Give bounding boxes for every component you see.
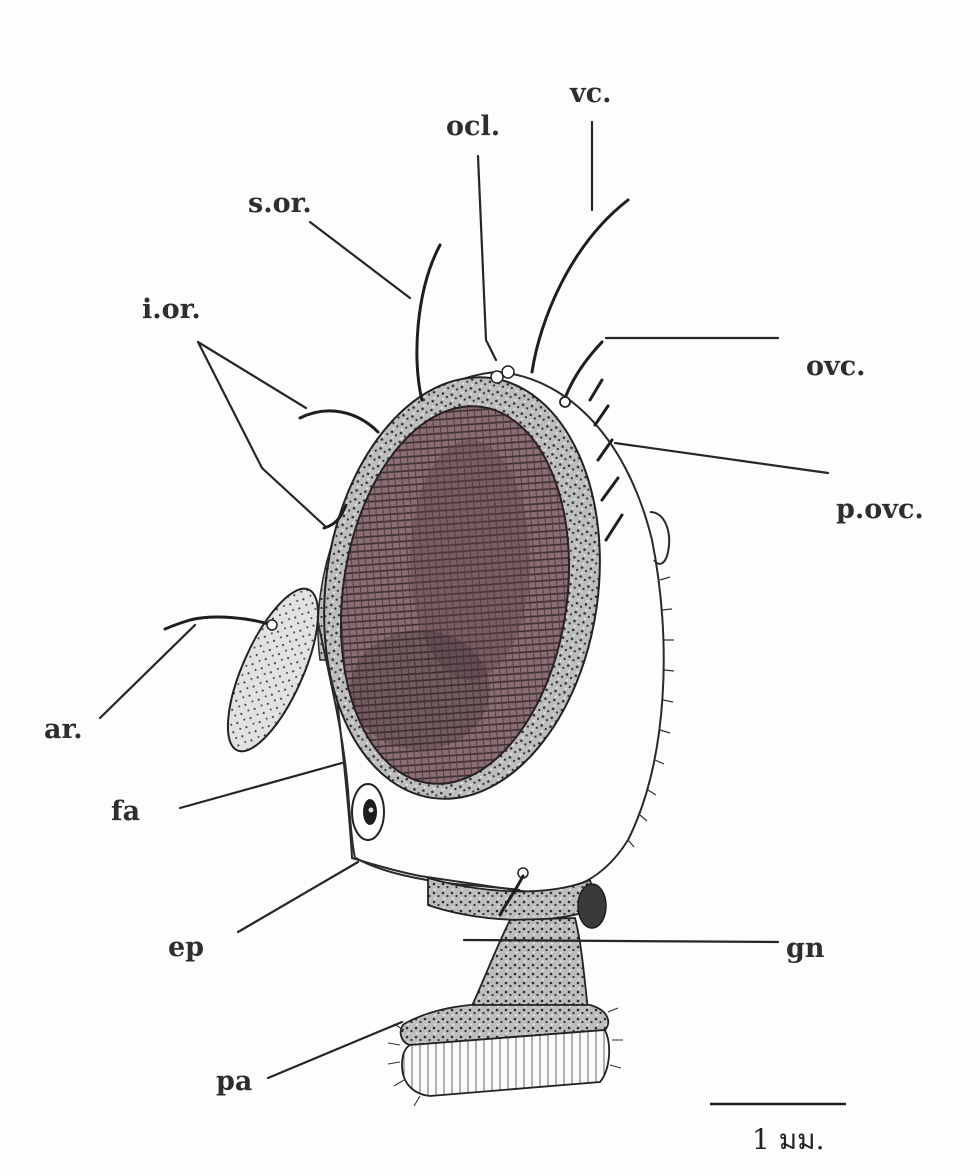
leader-ep [238,862,358,932]
leader-sor [310,222,410,298]
occipital-knob [578,884,606,928]
scale-bar-label: 1 มม. [752,1123,825,1156]
label-ep: ep [168,932,204,963]
proboscis-stem [470,918,588,1010]
label-pa: pa [216,1066,252,1097]
label-ovc: ovc. [806,351,866,382]
leader-ocl [478,156,496,360]
label-sor: s.or. [248,188,312,219]
label-ar: ar. [44,714,83,745]
label-fa: fa [111,796,140,827]
leader-ior [198,342,326,527]
label-vc: vc. [569,78,612,109]
arista [165,617,272,629]
label-gn: gn [786,933,825,964]
vertical-bristle [532,200,628,372]
leader-pa [268,1022,402,1078]
inferior-orbital-bristle-1 [300,411,378,432]
occipital-bump [650,512,669,564]
antenna-segment [210,577,336,762]
leader-fa [180,763,342,808]
posterior-hairs [628,577,674,847]
label-povc: p.ovc. [836,494,924,525]
leader-ar [100,625,195,718]
label-ocl: ocl. [446,111,500,142]
superior-orbital-bristle [417,245,440,400]
gena-band [428,878,598,920]
leader-povc [615,443,828,473]
label-ior: i.or. [142,294,201,325]
